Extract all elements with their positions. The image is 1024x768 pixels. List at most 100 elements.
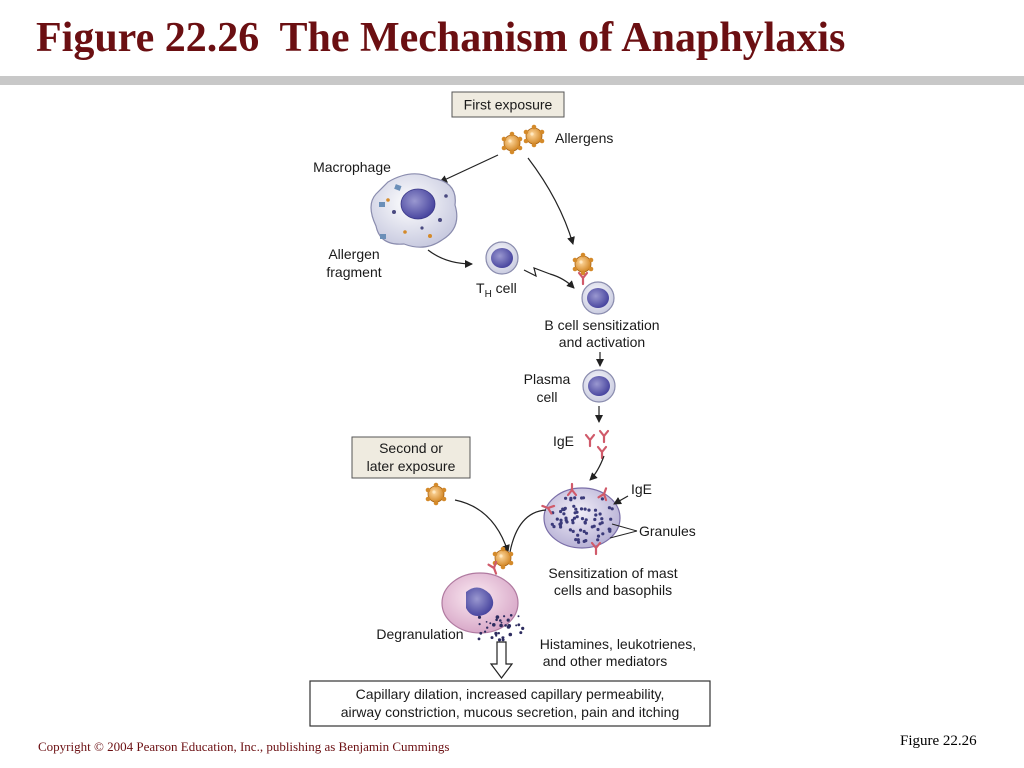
- granule-dot: [559, 521, 563, 525]
- granule-dot: [564, 496, 568, 500]
- granule-dot: [521, 626, 525, 631]
- degranulation-label: Degranulation: [376, 626, 463, 642]
- ige-antibody-icon: [598, 429, 610, 444]
- outcome-box: Capillary dilation, increased capillary …: [309, 680, 711, 727]
- granule-dot: [600, 517, 604, 521]
- ige-to-mast-arrow: [589, 455, 605, 481]
- mast-cell-granules: [550, 496, 614, 544]
- degranulating-mast-cell: [441, 546, 525, 642]
- granule-dot: [575, 515, 579, 519]
- plasma-cell: [582, 369, 616, 403]
- granule-dot: [574, 507, 578, 511]
- figure-label: Figure 22.26: [900, 733, 977, 749]
- allergen-to-bcell-arrow: [527, 157, 575, 245]
- granule-dot: [517, 615, 520, 618]
- mast-ige-label: IgE: [631, 481, 652, 497]
- granule-dot: [492, 623, 496, 627]
- granule-dot: [571, 529, 575, 534]
- granule-dot: [499, 623, 503, 628]
- granule-dot: [576, 538, 580, 542]
- granule-dot: [519, 631, 523, 635]
- granule-dot: [571, 521, 575, 525]
- title-divider: [0, 76, 1024, 85]
- granule-dot: [584, 531, 589, 535]
- copyright-notice: Copyright © 2004 Pearson Education, Inc.…: [38, 739, 450, 754]
- granule-dot: [572, 504, 576, 508]
- granule-dot: [596, 527, 600, 532]
- granule-dot: [479, 631, 483, 635]
- allergens-group: Allergens: [501, 124, 613, 155]
- allergen-fragment-label-line2: fragment: [326, 264, 381, 280]
- granule-dot: [580, 517, 585, 521]
- granule-dot: [495, 615, 500, 619]
- granule-dot: [507, 624, 512, 628]
- mast-to-degranulation-arrow: [509, 509, 547, 553]
- th-cell-label: TH cell: [476, 280, 517, 300]
- granule-dot: [495, 618, 498, 622]
- ige-antibody-icon: [584, 433, 596, 448]
- allergen-icon: [523, 124, 545, 148]
- granule-dot: [598, 512, 602, 516]
- macrophage-to-th-arrow: [427, 249, 473, 268]
- granule-dot: [501, 638, 505, 642]
- granule-dot: [552, 525, 556, 529]
- mediators-label-line1: Histamines, leukotrienes,: [540, 636, 696, 652]
- allergens-label: Allergens: [555, 130, 613, 146]
- granule-dot: [594, 513, 598, 517]
- granule-dot: [593, 508, 598, 512]
- th-signal-zigzag: [523, 267, 551, 278]
- granule-dot: [596, 534, 601, 538]
- granule-dot: [574, 538, 578, 542]
- granule-dot: [593, 517, 597, 522]
- granule-dot: [584, 539, 588, 543]
- granule-dot: [555, 517, 559, 521]
- allergen-icon: [501, 131, 523, 155]
- granule-dot: [609, 517, 613, 521]
- granule-dot: [564, 518, 568, 522]
- mediators-label-line2: and other mediators: [543, 653, 668, 669]
- granule-dot: [607, 506, 612, 510]
- granule-dot: [515, 624, 518, 627]
- granule-dot: [517, 623, 521, 627]
- granule-dot: [582, 529, 586, 534]
- b-cell: [572, 252, 615, 315]
- granule-dot: [610, 507, 614, 511]
- ige-label: IgE: [553, 433, 574, 449]
- granule-dot: [562, 512, 566, 516]
- granule-dot: [478, 623, 481, 626]
- granule-dot: [508, 632, 513, 637]
- granule-dot: [559, 518, 563, 522]
- outcome-arrow: [489, 641, 514, 679]
- granule-dot: [486, 626, 489, 629]
- granule-dot: [583, 520, 587, 524]
- macrophage-label: Macrophage: [313, 159, 391, 175]
- granule-dot: [569, 496, 573, 500]
- granule-dot: [500, 621, 503, 624]
- outcome-label-line2: airway constriction, mucous secretion, p…: [341, 704, 680, 720]
- b-cell-label-line1: B cell sensitization: [544, 317, 659, 333]
- th-cell: [485, 241, 519, 275]
- allergen-icon: [572, 252, 594, 276]
- outcome-label-line1: Capillary dilation, increased capillary …: [356, 686, 665, 702]
- granule-dot: [550, 522, 554, 526]
- granule-dot: [497, 638, 502, 642]
- granule-dot: [608, 529, 612, 533]
- granules-label: Granules: [639, 523, 696, 539]
- granule-dot: [579, 507, 584, 511]
- allergen-to-degranulation-arrow: [454, 499, 510, 553]
- ige-antibodies: [584, 429, 610, 460]
- mast-cell: [539, 482, 621, 556]
- ige-antibody-icon: [596, 445, 608, 460]
- granule-dot: [584, 518, 588, 522]
- th-to-bcell-arrow: [549, 273, 575, 289]
- granule-dot: [576, 533, 580, 537]
- granule-dot: [596, 538, 600, 542]
- second-exposure-label-line1: Second or: [379, 440, 443, 456]
- granule-dot: [484, 630, 487, 633]
- granule-dot: [590, 525, 594, 529]
- allergen-fragment-label-line1: Allergen: [328, 246, 379, 262]
- granule-dot: [489, 622, 492, 625]
- granule-dot: [561, 507, 565, 511]
- released-granules: [477, 614, 525, 642]
